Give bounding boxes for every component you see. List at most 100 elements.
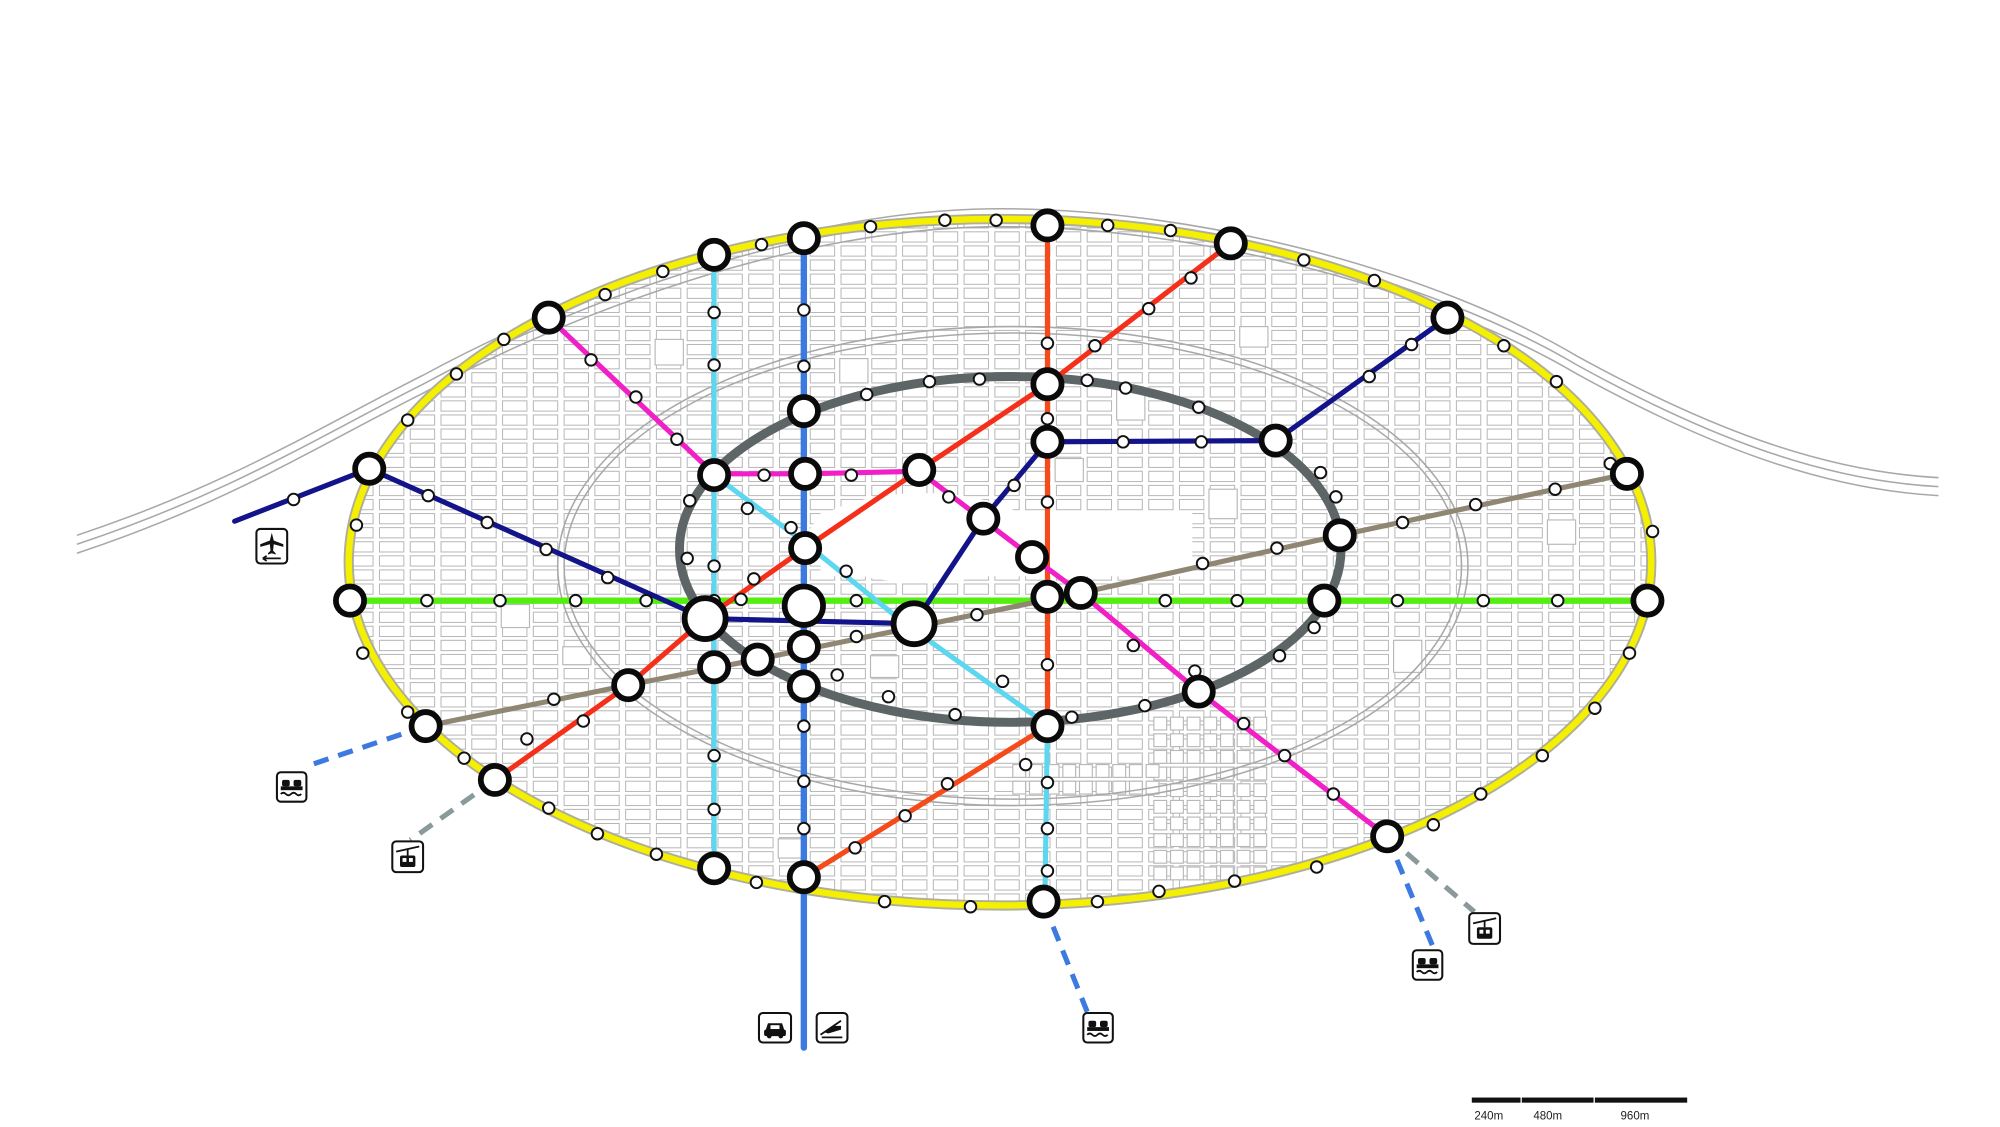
major-station [1026, 884, 1061, 919]
minor-station [989, 213, 1003, 228]
major-station [1258, 423, 1293, 458]
scale-label-240m: 240m [1474, 1110, 1503, 1122]
minor-station [1126, 638, 1141, 653]
major-station [1213, 226, 1248, 261]
minor-station [1040, 775, 1055, 790]
minor-station [797, 359, 811, 373]
minor-stations [286, 213, 1660, 914]
minor-station [1040, 336, 1055, 350]
major-station [788, 531, 823, 566]
minor-station [784, 520, 798, 535]
minor-station [877, 894, 892, 909]
minor-station [1497, 339, 1511, 353]
dashed-connectors [306, 723, 1477, 1013]
major-station [697, 237, 732, 272]
minor-station [1313, 465, 1328, 480]
minor-station [1404, 337, 1419, 352]
minor-station [707, 802, 721, 817]
minor-station [1426, 818, 1441, 832]
minor-station [1195, 556, 1210, 571]
major-station [786, 669, 821, 704]
major-station [1063, 575, 1098, 610]
minor-station [1163, 223, 1178, 238]
ferry-icon [1411, 949, 1444, 981]
minor-station [286, 492, 301, 507]
minor-station [938, 213, 952, 228]
minor-station [747, 572, 761, 586]
major-station [1430, 300, 1465, 335]
red-line [492, 240, 1234, 783]
minor-station [1277, 748, 1292, 763]
minor-station [1476, 593, 1491, 608]
major-station [531, 300, 566, 335]
minor-station [497, 332, 511, 347]
minor-station [400, 705, 415, 719]
ferry-icon [275, 771, 308, 803]
minor-station [863, 219, 878, 234]
major-station [902, 453, 937, 487]
minor-station [400, 413, 415, 427]
minor-station [797, 719, 811, 733]
minor-station [1090, 894, 1105, 909]
minor-station [1227, 874, 1242, 888]
minor-station [797, 821, 811, 836]
minor-station [1272, 648, 1287, 663]
minor-station [707, 358, 721, 372]
minor-station [1309, 860, 1324, 874]
major-station [1030, 579, 1065, 614]
minor-station [1065, 710, 1079, 724]
minor-station [1018, 757, 1033, 772]
minor-station [1007, 478, 1021, 493]
major-station [1370, 819, 1405, 854]
car-icon [757, 1011, 793, 1044]
navy-line-northeast [1273, 315, 1450, 444]
major-station [681, 595, 729, 642]
minor-station [963, 899, 978, 914]
cable-car-icon [391, 840, 425, 874]
minor-station [600, 570, 615, 585]
minor-station [1191, 400, 1206, 414]
minor-station [568, 593, 583, 608]
minor-station [844, 468, 859, 482]
minor-station [940, 777, 955, 791]
minor-station [539, 542, 553, 557]
minor-station [1184, 271, 1198, 285]
minor-station [449, 367, 464, 381]
train-icon [815, 1011, 849, 1044]
minor-station [1230, 593, 1244, 608]
minor-station [547, 692, 561, 706]
major-station [786, 394, 821, 429]
minor-station [1118, 381, 1133, 395]
scale-label-480m: 480m [1533, 1110, 1562, 1122]
major-station [697, 851, 732, 886]
minor-station [859, 387, 874, 402]
minor-station [1329, 490, 1343, 504]
minor-station [639, 593, 653, 608]
minor-station [356, 646, 370, 660]
minor-station [797, 303, 811, 317]
minor-station [1152, 884, 1166, 899]
minor-station [683, 494, 697, 508]
minor-station [1194, 435, 1209, 449]
ferry-icon [1082, 1011, 1114, 1044]
minor-station [1474, 787, 1488, 801]
minor-station [734, 592, 748, 607]
minor-station [1040, 821, 1055, 836]
major-station [1307, 583, 1342, 618]
minor-station [656, 264, 670, 279]
minor-station [849, 593, 864, 608]
minor-station [922, 374, 937, 389]
minor-station [1588, 701, 1602, 715]
major-station [786, 221, 821, 256]
minor-station [649, 847, 664, 861]
major-station [1609, 456, 1644, 491]
minor-station [1088, 339, 1102, 353]
major-station [788, 456, 823, 491]
minor-station [1622, 646, 1637, 660]
major-station [1030, 424, 1065, 459]
minor-station [1158, 593, 1173, 608]
major-station [1015, 540, 1050, 575]
minor-station [576, 714, 591, 728]
minor-station [541, 801, 556, 815]
major-station [697, 458, 732, 493]
